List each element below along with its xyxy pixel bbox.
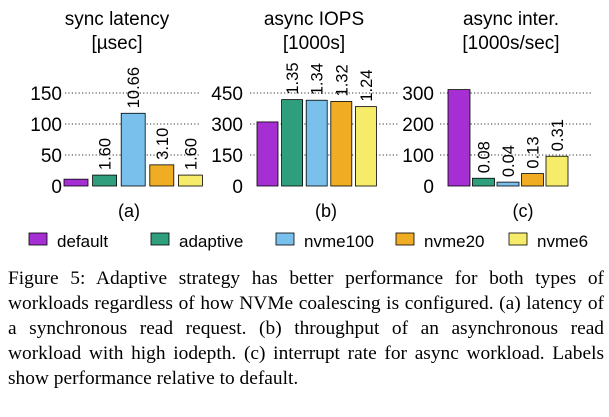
chart-panel-3: async inter. [1000s/sec] 0 100 200 300 0.08 0.0… xyxy=(402,9,592,221)
chart-subtitle: [1000s/sec] xyxy=(462,33,559,54)
bar-nvme6 xyxy=(177,174,203,187)
bar-default xyxy=(256,121,279,187)
legend-item-nvme100: nvme100 xyxy=(275,232,374,251)
legend-swatch xyxy=(150,232,170,246)
bar-adaptive xyxy=(92,174,117,187)
bar-value-label: 10.66 xyxy=(125,67,143,108)
figure-charts: sync latency [µsec] 0 50 100 150 1.60 10.66 3.10… xyxy=(28,9,592,251)
bar-default xyxy=(63,178,89,187)
bar-adaptive xyxy=(472,177,495,187)
panel-label: (a) xyxy=(118,201,140,221)
chart-subtitle: [1000s] xyxy=(283,33,345,54)
bar-value-label: 0.08 xyxy=(476,141,494,173)
y-tick-label: 150 xyxy=(211,146,243,167)
y-tick-label: 0 xyxy=(232,177,243,198)
legend-swatch xyxy=(395,232,415,246)
y-tick-label: 300 xyxy=(402,84,434,105)
bar-value-label: 0.13 xyxy=(525,136,543,168)
legend-item-nvme20: nvme20 xyxy=(395,232,484,251)
y-tick-label: 50 xyxy=(41,146,62,167)
chart-subtitle: [µsec] xyxy=(91,33,142,54)
bar-nvme20 xyxy=(521,173,544,187)
bar-nvme100 xyxy=(496,181,520,187)
bar-value-label: 1.24 xyxy=(358,70,376,102)
legend-item-nvme6: nvme6 xyxy=(508,232,588,251)
bar-value-label: 1.60 xyxy=(97,138,115,170)
chart-title: sync latency xyxy=(65,9,170,30)
y-tick-label: 100 xyxy=(402,146,434,167)
panel-label: (b) xyxy=(315,201,337,221)
chart-panel-2: async IOPS [1000s] 0 150 300 450 1.35 1.34 1.32 1… xyxy=(211,9,398,221)
bar-default xyxy=(447,89,471,187)
y-tick-label: 150 xyxy=(30,84,62,105)
bar-value-label: 1.35 xyxy=(284,62,302,94)
bar-value-label: 1.60 xyxy=(182,138,200,170)
y-tick-label: 100 xyxy=(30,115,62,136)
legend-swatch xyxy=(28,232,48,246)
legend-swatch xyxy=(275,232,295,246)
legend-swatch xyxy=(508,232,528,246)
bar-nvme100 xyxy=(120,112,146,187)
bar-nvme6 xyxy=(545,155,569,187)
y-tick-label: 300 xyxy=(211,115,243,136)
y-tick-label: 0 xyxy=(423,177,434,198)
chart-title: async IOPS xyxy=(264,9,364,30)
y-tick-label: 0 xyxy=(51,177,62,198)
legend-item-adaptive: adaptive xyxy=(150,232,243,251)
y-tick-label: 450 xyxy=(211,84,243,105)
figure-caption: Figure 5: Adaptive strategy has better p… xyxy=(8,268,604,389)
bar-nvme100 xyxy=(305,99,328,187)
bar-value-label: 1.32 xyxy=(333,64,351,96)
legend-label: nvme100 xyxy=(304,232,374,251)
bar-nvme20 xyxy=(330,101,353,187)
legend-label: default xyxy=(57,232,108,251)
bar-value-label: 1.34 xyxy=(309,63,327,95)
legend-label: adaptive xyxy=(179,232,243,251)
legend-item-default: default xyxy=(28,232,108,251)
chart-title: async inter. xyxy=(463,9,559,30)
panel-label: (c) xyxy=(513,201,534,221)
y-tick-label: 200 xyxy=(402,115,434,136)
legend-label: nvme20 xyxy=(424,232,484,251)
bar-nvme20 xyxy=(149,164,175,187)
bar-nvme6 xyxy=(354,106,377,187)
chart-panel-1: sync latency [µsec] 0 50 100 150 1.60 10.66 3.10… xyxy=(30,9,203,221)
legend: default adaptive nvme100 nvme20 nvme6 xyxy=(28,232,588,251)
bar-value-label: 3.10 xyxy=(154,128,172,160)
legend-label: nvme6 xyxy=(537,232,588,251)
bar-value-label: 0.31 xyxy=(549,119,567,151)
bar-adaptive xyxy=(281,99,304,187)
bar-value-label: 0.04 xyxy=(500,145,518,177)
